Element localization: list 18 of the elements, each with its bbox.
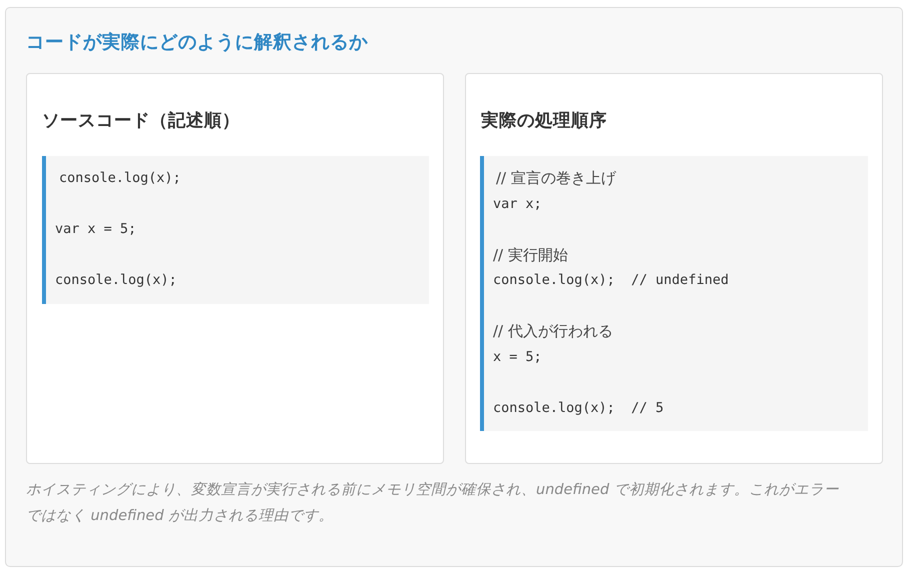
code-line: console.log(x); // 5 [493,398,664,418]
code-line: var x; [493,194,542,214]
code-line: console.log(x); [55,271,177,290]
code-comment: // 実行開始 [493,244,568,266]
card-heading: ソースコード（記述順） [42,110,240,133]
code-line: console.log(x); [59,169,181,188]
card-heading: 実際の処理順序 [481,110,607,133]
code-line: var x = 5; [55,220,136,239]
code-comment: // 代入が行われる [493,321,613,342]
code-card [465,73,883,464]
code-line: x = 5; [493,348,542,366]
code-card [26,73,444,464]
code-block [42,156,429,304]
code-line: console.log(x); // undefined [493,271,729,290]
code-block [480,156,868,431]
diagram-title: コードが実際にどのように解釈されるか [26,30,368,55]
code-comment: // 宣言の巻き上げ [496,168,616,189]
explanation-note: ホイスティングにより、変数宣言が実行される前にメモリ空間が確保され、undefined で初期化されます。これがエラーではなく undefined が出力される理由です。 [26,480,840,526]
